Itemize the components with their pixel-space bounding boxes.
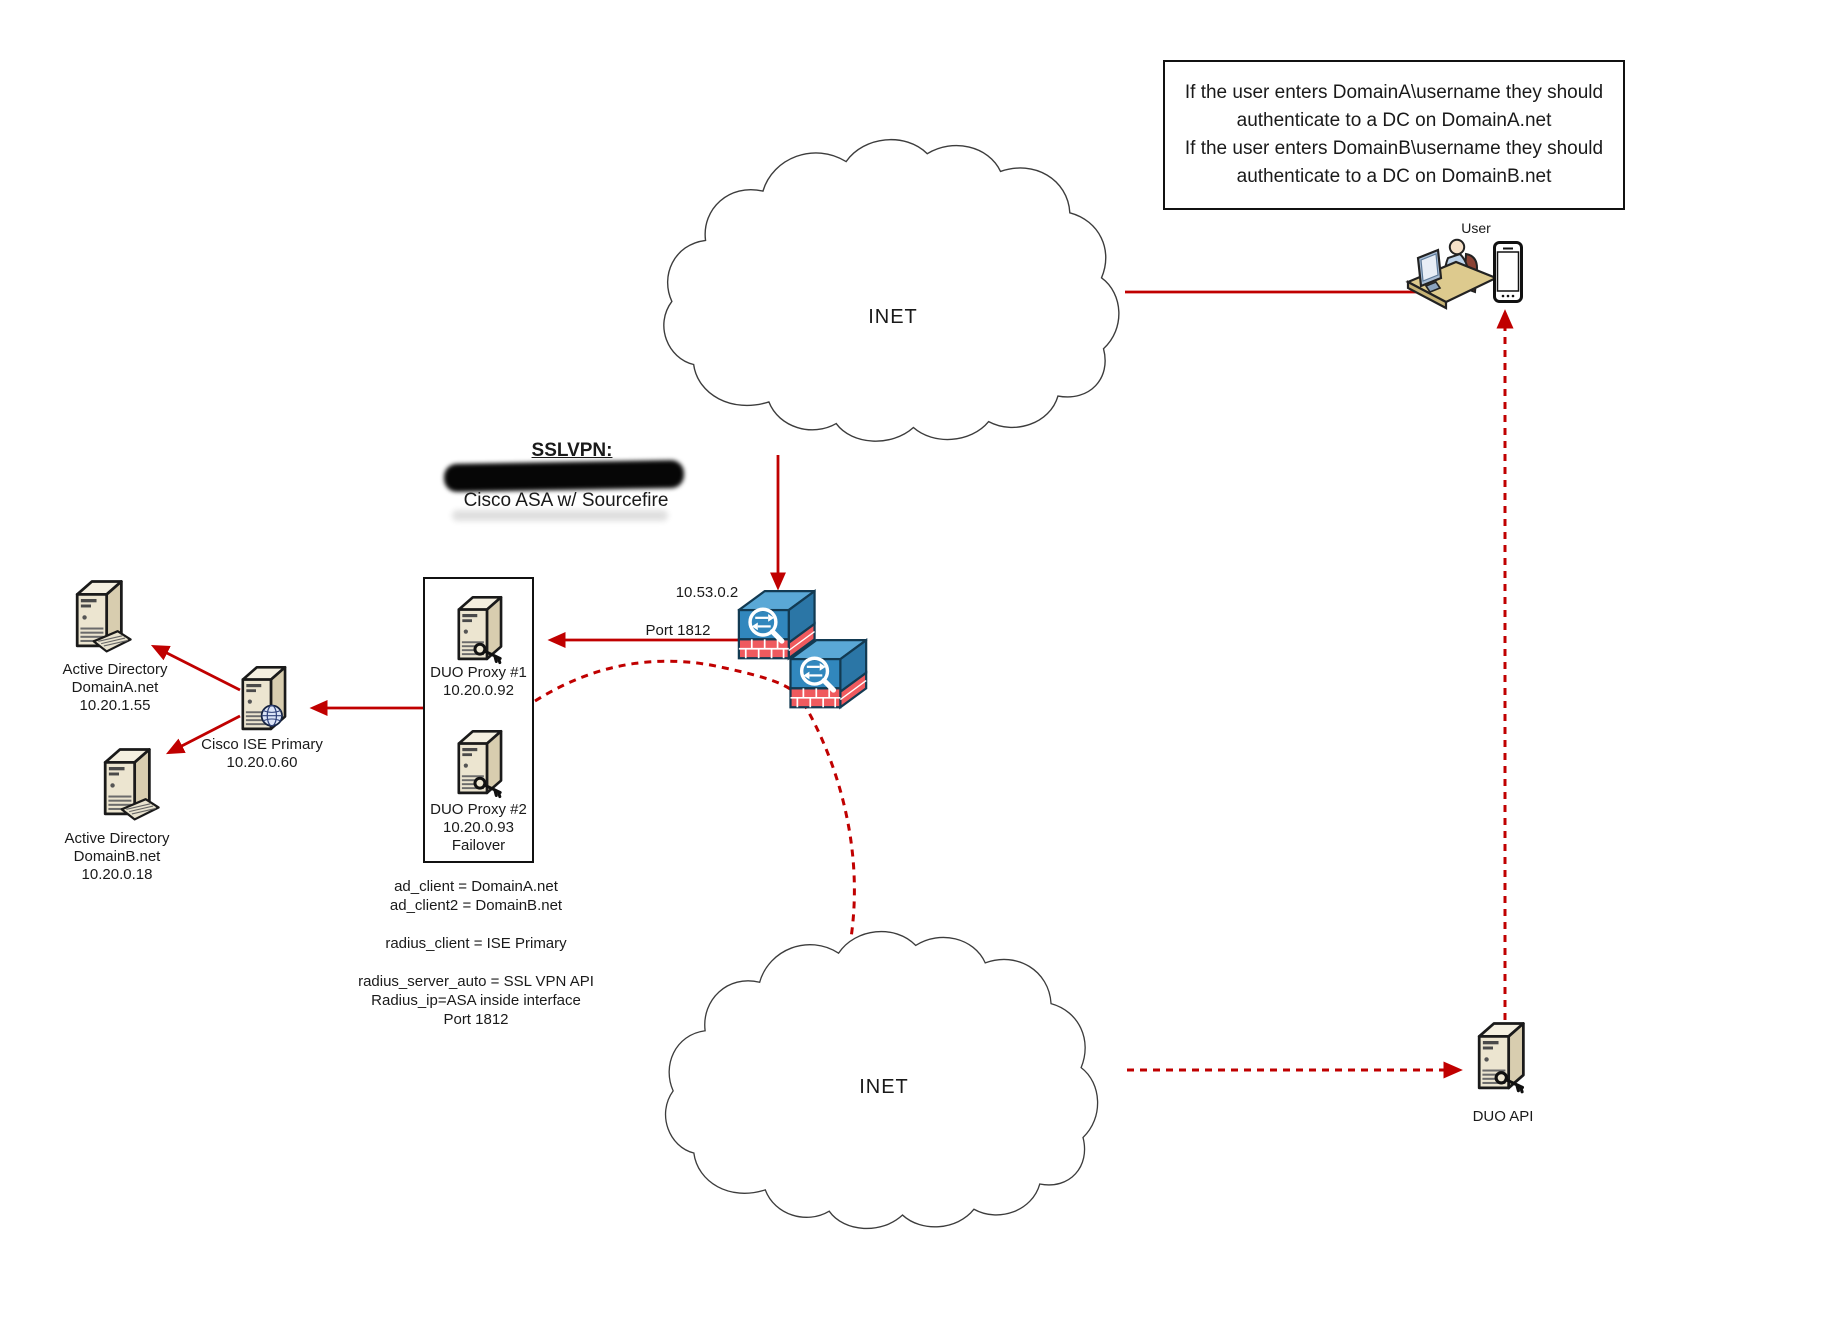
ise-server-icon — [241, 665, 287, 731]
config-line: Radius_ip=ASA inside interface — [371, 992, 581, 1009]
duo-proxy-1-name: DUO Proxy #1 — [430, 664, 527, 681]
inet-cloud-top — [663, 138, 1120, 442]
sslvpn-title: SSLVPN: — [531, 440, 613, 461]
asa-caption: Cisco ASA w/ Sourcefire — [463, 490, 669, 511]
note-line: authenticate to a DC on DomainB.net — [1236, 166, 1552, 187]
duo-proxy-2-label: DUO Proxy #2 10.20.0.93 Failover — [421, 801, 536, 855]
user-label: User — [1461, 220, 1491, 236]
inet-bottom-label: INET — [859, 1076, 909, 1098]
ad-domain-a-label: Active Directory DomainA.net 10.20.1.55 — [40, 661, 190, 715]
dotted-link-duo-to-inet — [534, 659, 856, 939]
arrow-ise-to-ad-domain-b — [165, 714, 241, 755]
ad-a-line: 10.20.1.55 — [79, 697, 151, 714]
config-line: radius_server_auto = SSL VPN API — [358, 973, 594, 990]
ad-domain-a-server-icon — [75, 580, 132, 653]
duo-proxy-2-name: DUO Proxy #2 — [430, 801, 527, 818]
ad-b-line: DomainB.net — [73, 848, 161, 865]
duo-api-server-icon — [1477, 1022, 1525, 1094]
config-line — [336, 953, 616, 972]
config-line: ad_client2 = DomainB.net — [389, 897, 563, 914]
duo-proxy-2-ip: 10.20.0.93 — [443, 819, 514, 836]
ad-a-line: DomainA.net — [71, 679, 159, 696]
note-line: If the user enters DomainB\username they… — [1184, 138, 1604, 159]
asa-port-label: Port 1812 — [645, 622, 711, 639]
ad-domain-b-server-icon — [103, 748, 160, 821]
duo-proxy-config: ad_client = DomainA.net ad_client2 = Dom… — [336, 877, 616, 1029]
config-line: ad_client = DomainA.net — [394, 878, 558, 895]
redacted-hostname — [443, 459, 685, 493]
caption-smudge — [452, 510, 668, 521]
note-line: authenticate to a DC on DomainA.net — [1236, 110, 1552, 131]
user-phone-icon — [1493, 241, 1523, 303]
note-box: If the user enters DomainA\username they… — [1163, 60, 1625, 210]
config-line: Port 1812 — [443, 1011, 509, 1028]
ise-line: 10.20.0.60 — [226, 754, 298, 771]
duo-proxy-1-label: DUO Proxy #1 10.20.0.92 — [421, 664, 536, 700]
note-line: If the user enters DomainA\username they… — [1184, 82, 1604, 103]
ad-domain-b-label: Active Directory DomainB.net 10.20.0.18 — [42, 830, 192, 884]
duo-proxy-1-ip: 10.20.0.92 — [443, 682, 514, 699]
ise-line: Cisco ISE Primary — [201, 736, 323, 753]
cisco-asa-firewall-icon — [739, 591, 866, 707]
ad-b-line: Active Directory — [64, 830, 170, 847]
ad-a-line: Active Directory — [62, 661, 168, 678]
config-line — [336, 915, 616, 934]
duo-api-label: DUO API — [1472, 1108, 1534, 1125]
ise-label: Cisco ISE Primary 10.20.0.60 — [182, 736, 342, 772]
duo-proxy-2-role: Failover — [451, 837, 506, 854]
ad-b-line: 10.20.0.18 — [81, 866, 153, 883]
inet-top-label: INET — [868, 306, 918, 328]
arrow-ise-to-ad-domain-a — [150, 644, 241, 692]
duo-proxy-group-box — [423, 577, 534, 863]
config-line: radius_client = ISE Primary — [385, 935, 567, 952]
user-desk-icon — [1405, 238, 1499, 310]
asa-ip-label: 10.53.0.2 — [675, 584, 739, 601]
